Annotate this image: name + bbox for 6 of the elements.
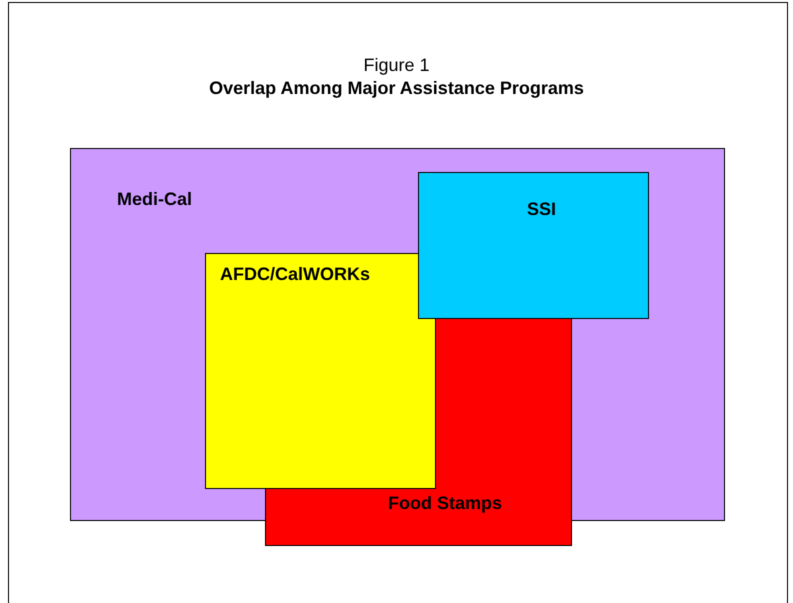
region-label: Medi-Cal	[117, 189, 192, 210]
region-label: AFDC/CalWORKs	[220, 264, 370, 285]
figure-title: Overlap Among Major Assistance Programs	[208, 78, 585, 99]
region-label: Food Stamps	[388, 493, 502, 514]
region-label: SSI	[527, 199, 556, 220]
figure-number: Figure 1	[362, 55, 431, 76]
